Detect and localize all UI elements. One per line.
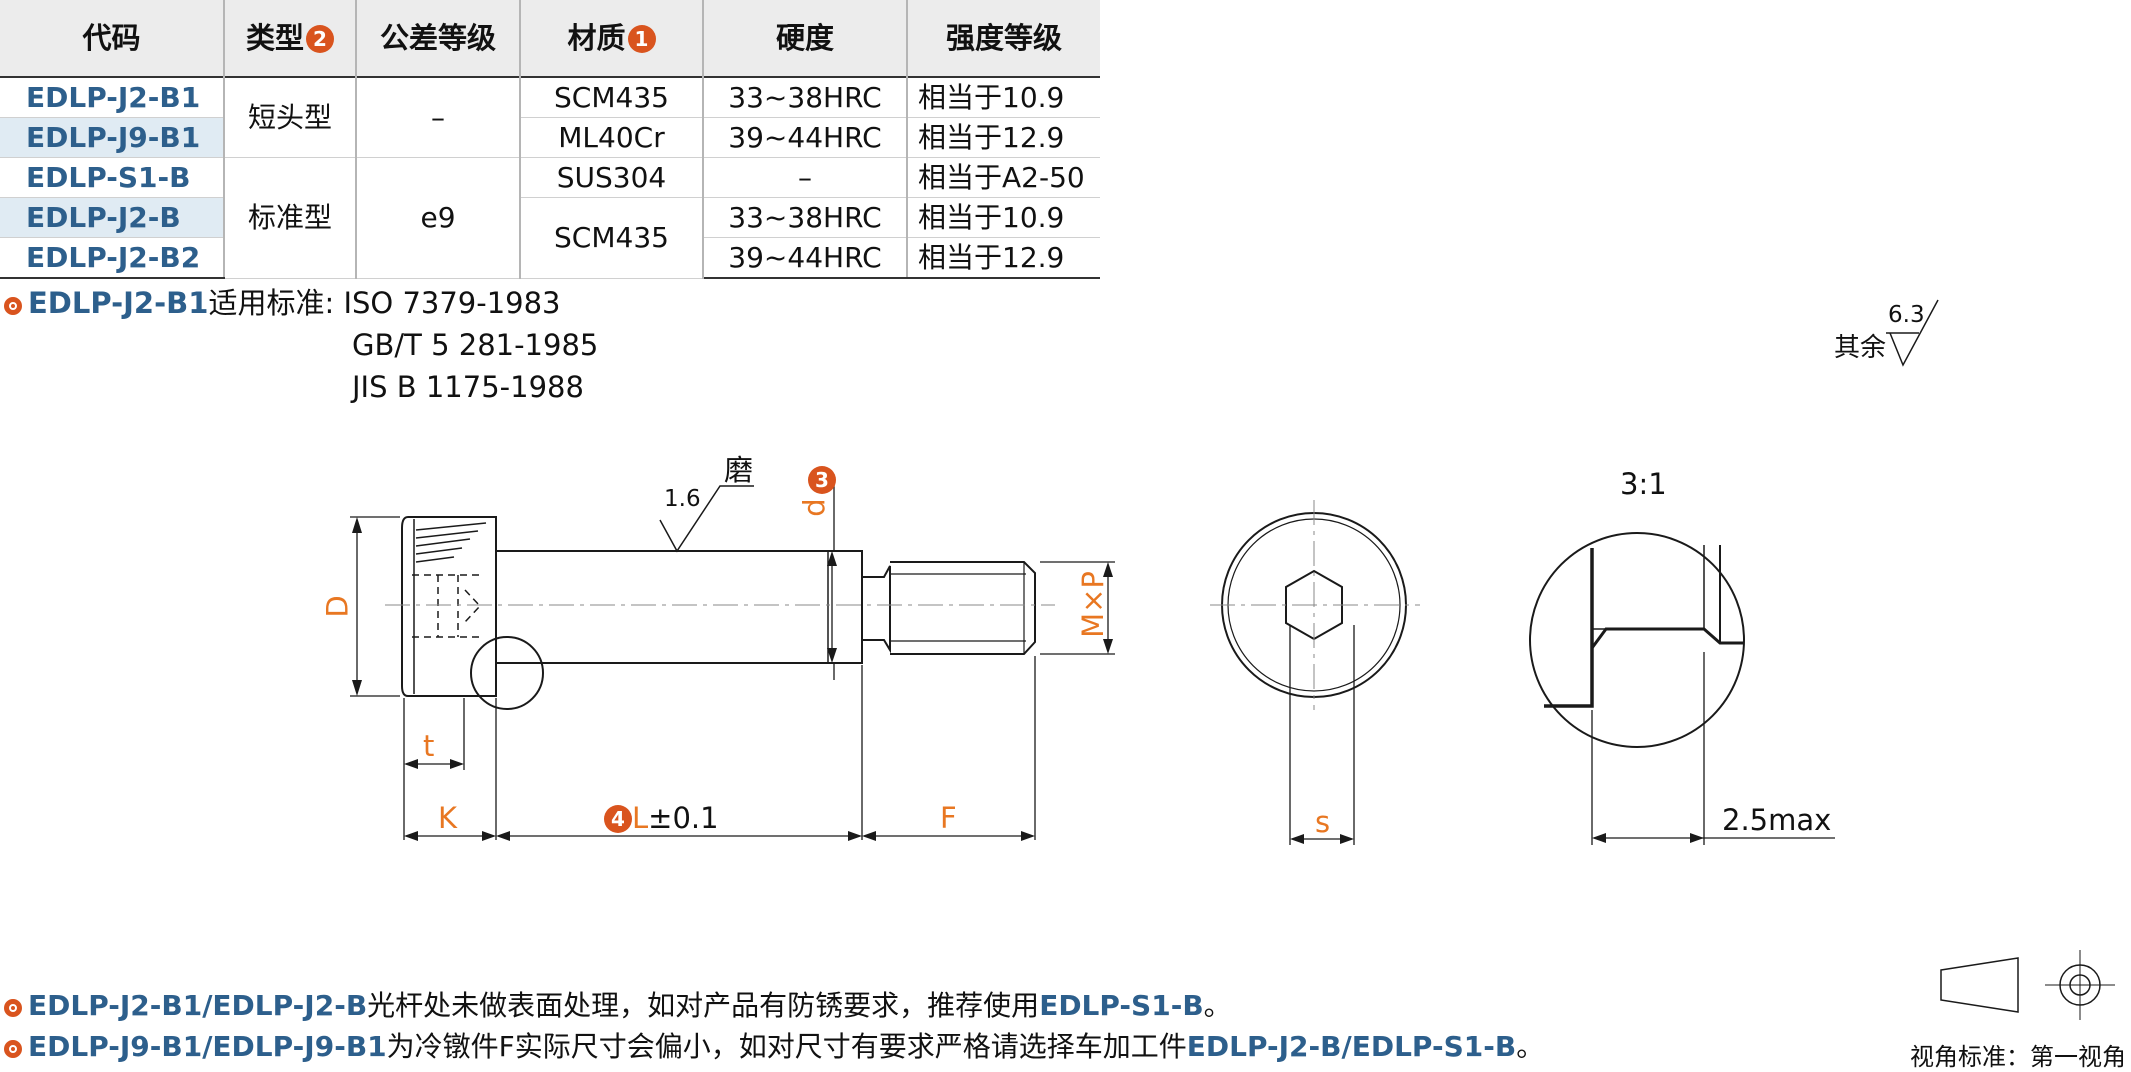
note-codes: EDLP-J2-B/EDLP-S1-B — [1186, 1030, 1517, 1063]
dim-K-label: K — [438, 801, 458, 835]
detail-circle — [470, 636, 544, 710]
hardness-cell: 33~38HRC — [703, 197, 908, 238]
standards-first-line: EDLP-J2-B1适用标准: ISO 7379-1983 — [4, 282, 598, 324]
strength-cell: 相当于12.9 — [907, 237, 1100, 279]
note-badge: 3 — [808, 466, 836, 494]
notes-block: EDLP-J2-B1/EDLP-J2-B光杆处未做表面处理，如对产品有防锈要求，… — [4, 985, 1544, 1067]
rest-finish-label: 其余 — [1834, 333, 1887, 363]
tolerance-cell: e9 — [356, 157, 521, 279]
rest-finish-value: 6.3 — [1888, 302, 1925, 328]
header-strength: 强度等级 — [907, 0, 1100, 77]
strength-cell: 相当于A2-50 — [907, 157, 1100, 198]
table-row: EDLP-J2-B1 短头型 – SCM435 33~38HRC 相当于10.9 — [0, 77, 1100, 158]
shank-outline — [495, 550, 863, 664]
table-row: EDLP-S1-B 标准型 e9 SUS304 – 相当于A2-50 — [0, 157, 1100, 279]
thread-outline — [890, 561, 1036, 655]
hardness-cell: – — [703, 157, 908, 198]
note-line: EDLP-J2-B1/EDLP-J2-B光杆处未做表面处理，如对产品有防锈要求，… — [4, 985, 1544, 1026]
table-row: EDLP-J9-B1 ML40Cr 39~44HRC 相当于12.9 — [0, 117, 1100, 158]
note-end: 。 — [1203, 989, 1232, 1022]
note-codes: EDLP-J9-B1/EDLP-J9-B1 — [28, 1030, 387, 1063]
note-codes: EDLP-S1-B — [1039, 989, 1204, 1022]
first-angle-projection-icon — [1940, 950, 2115, 1020]
material-cell: ML40Cr — [520, 117, 704, 158]
dim-D-label: D — [320, 595, 355, 618]
hardness-cell: 33~38HRC — [703, 77, 908, 118]
hardness-cell: 39~44HRC — [703, 117, 908, 158]
dimension-arrows — [352, 517, 1113, 841]
neck-outline — [861, 565, 891, 654]
hex-socket-hidden-lines — [412, 574, 482, 638]
note-badge: 4 — [604, 805, 632, 833]
type-cell: 标准型 — [224, 157, 357, 279]
note-codes: EDLP-J2-B1/EDLP-J2-B — [28, 989, 368, 1022]
tolerance-cell: – — [356, 77, 521, 158]
dim-t-label: t — [423, 729, 435, 763]
knurl-hatching — [415, 522, 487, 563]
note-end: 。 — [1516, 1030, 1545, 1063]
table-row: EDLP-J2-B2 39~44HRC 相当于12.9 — [0, 237, 1100, 279]
dim-d-label: d — [797, 498, 832, 517]
strength-cell: 相当于10.9 — [907, 77, 1100, 118]
note-text: 光杆处未做表面处理，如对产品有防锈要求，推荐使用 — [367, 989, 1040, 1022]
dim-d-badge: 3 — [806, 465, 836, 494]
dim-L-tolerance: ±0.1 — [648, 801, 719, 835]
material-cell: SCM435 — [520, 77, 704, 118]
strength-cell: 相当于10.9 — [907, 197, 1100, 238]
dim-MxP-label: M×P — [1075, 571, 1110, 638]
ground-finish-value: 1.6 — [664, 486, 701, 512]
type-cell: 短头型 — [224, 77, 357, 158]
ground-finish-symbol — [659, 485, 754, 553]
detail-scale-label: 3:1 — [1620, 467, 1667, 501]
rest-finish-symbol — [1886, 299, 1939, 367]
table-row: EDLP-J2-B SCM435 33~38HRC 相当于10.9 — [0, 197, 1100, 279]
standards-label: 适用标准: — [208, 286, 335, 320]
standards-block: EDLP-J2-B1适用标准: ISO 7379-1983 GB/T 5 281… — [4, 282, 598, 408]
hardness-cell: 39~44HRC — [703, 237, 908, 279]
view-standard-label: 视角标准：第一视角 — [1910, 1043, 2126, 1071]
code-cell: EDLP-J2-B2 — [0, 237, 225, 279]
strength-cell: 相当于12.9 — [907, 117, 1100, 158]
material-cell: SUS304 — [520, 157, 704, 198]
header-tolerance: 公差等级 — [356, 0, 521, 77]
dim-L-label: L — [632, 801, 649, 835]
bolt-head-outline — [401, 516, 497, 697]
bullet-icon — [4, 1040, 22, 1058]
code-cell: EDLP-J2-B — [0, 197, 225, 238]
note-badge: 1 — [627, 24, 656, 53]
code-cell: EDLP-S1-B — [0, 157, 225, 198]
note-line: EDLP-J9-B1/EDLP-J9-B1为冷镦件F实际尺寸会偏小，如对尺寸有要… — [4, 1026, 1544, 1067]
standard-item: ISO 7379-1983 — [343, 286, 561, 320]
code-cell: EDLP-J9-B1 — [0, 117, 225, 158]
bullet-icon — [4, 297, 22, 315]
undercut-label: 2.5max — [1722, 803, 1832, 837]
standard-item: GB/T 5 281-1985 — [352, 328, 599, 362]
detail-view — [1529, 532, 1745, 748]
dim-F-label: F — [940, 801, 957, 835]
code-cell: EDLP-J2-B1 — [0, 77, 225, 118]
standards-code: EDLP-J2-B1 — [28, 286, 209, 320]
end-view — [1210, 500, 1420, 710]
note-text: 为冷镦件F实际尺寸会偏小，如对尺寸有要求严格请选择车加工件 — [386, 1030, 1187, 1063]
ground-finish-label: 磨 — [724, 453, 754, 487]
bullet-icon — [4, 999, 22, 1017]
header-hardness: 硬度 — [703, 0, 908, 77]
header-code: 代码 — [0, 0, 225, 77]
material-cell: SCM435 — [520, 197, 704, 279]
note-badge: 2 — [306, 24, 334, 53]
standard-item: JIS B 1175-1988 — [352, 370, 584, 404]
dim-s-label: s — [1315, 805, 1331, 839]
